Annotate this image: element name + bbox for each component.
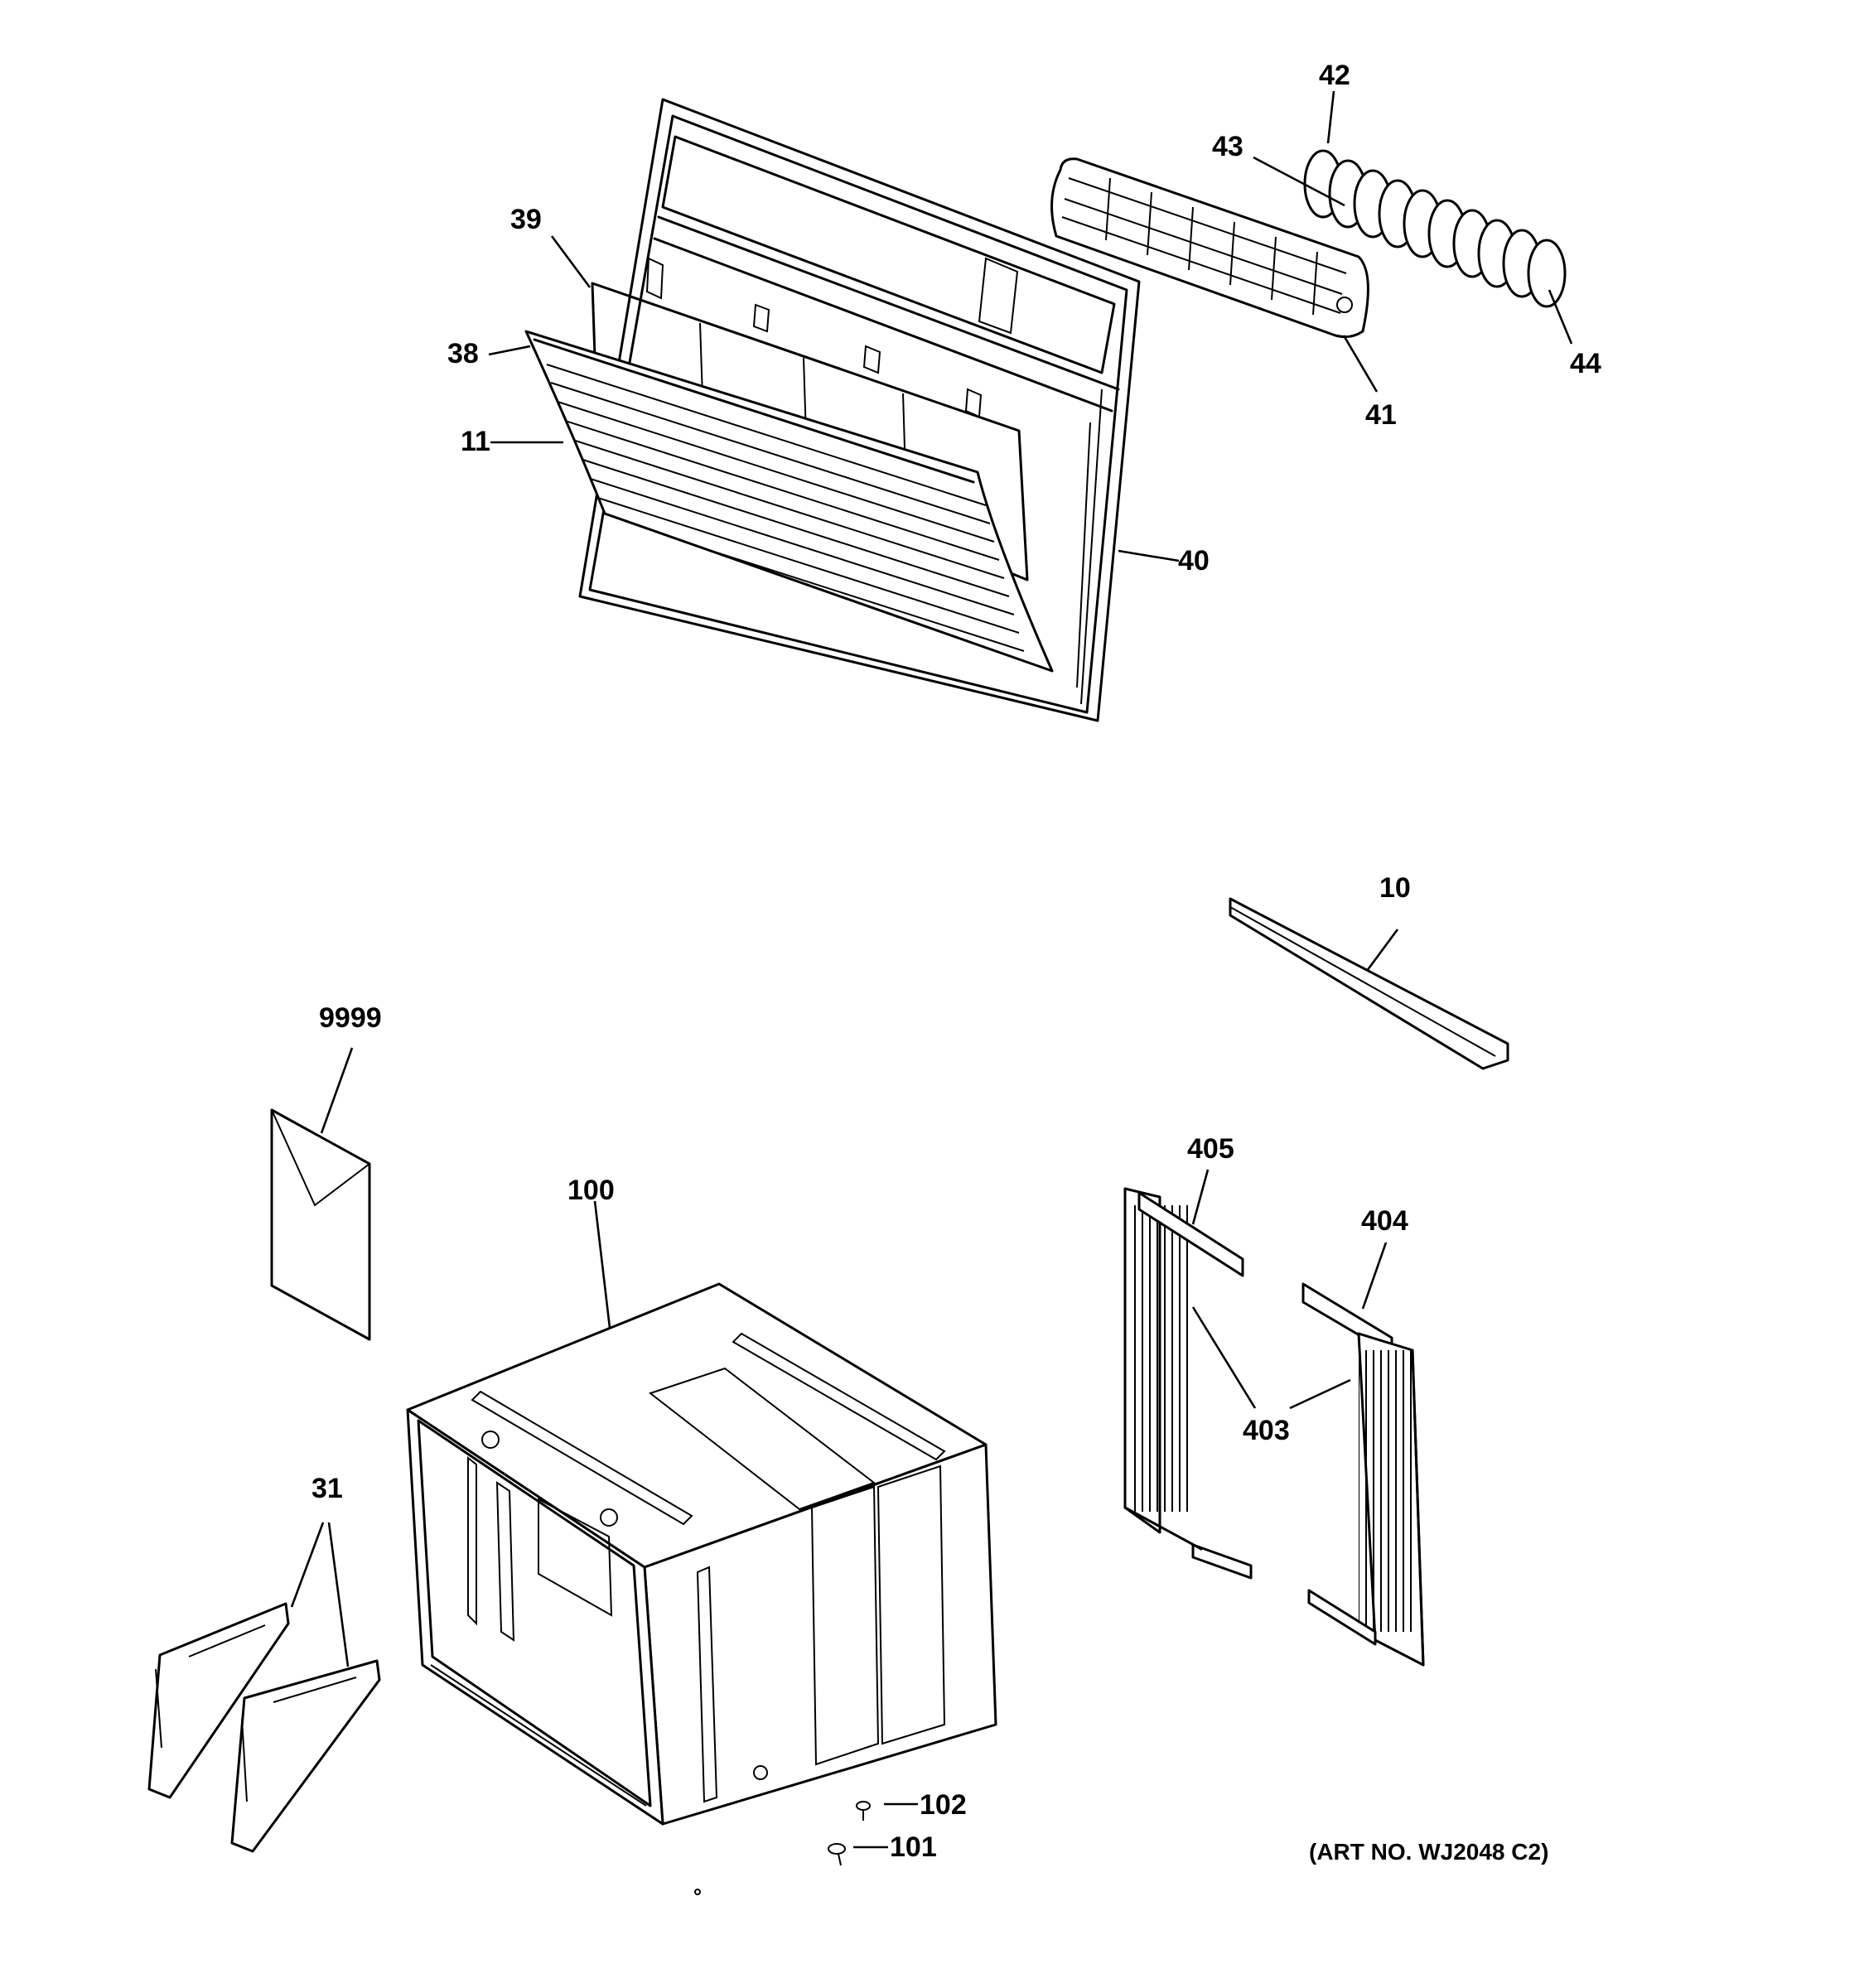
callout-9999: 9999 <box>319 1002 382 1034</box>
callout-102: 102 <box>920 1789 967 1821</box>
callout-44: 44 <box>1570 348 1601 379</box>
callout-101: 101 <box>890 1831 937 1863</box>
callout-43: 43 <box>1212 131 1243 162</box>
support-brackets-31 <box>147 1602 381 1853</box>
callout-403: 403 <box>1243 1415 1290 1446</box>
callout-31: 31 <box>311 1473 343 1504</box>
owners-manual-9999 <box>270 1108 371 1341</box>
leader-lines <box>290 90 1573 1849</box>
callout-11: 11 <box>461 426 490 457</box>
side-curtain-right-404 <box>1301 1282 1425 1667</box>
callout-42: 42 <box>1319 60 1350 91</box>
callout-39: 39 <box>510 204 542 235</box>
screw-102 <box>856 1801 871 1821</box>
callout-100: 100 <box>567 1175 615 1206</box>
callout-405: 405 <box>1187 1133 1234 1165</box>
motor-assembly-42-44 <box>1303 149 1567 308</box>
top-rail-10 <box>1229 897 1509 1070</box>
art-number: (ART NO. WJ2048 C2) <box>1309 1839 1548 1865</box>
cabinet-100 <box>406 1282 997 1826</box>
callout-41: 41 <box>1365 399 1397 431</box>
blower-wheel-41 <box>1050 157 1369 339</box>
callout-10: 10 <box>1379 872 1411 904</box>
callout-40: 40 <box>1178 545 1210 577</box>
callout-38: 38 <box>447 338 479 369</box>
front-grille-38 <box>524 330 1054 673</box>
side-curtain-left-405 <box>1123 1187 1253 1580</box>
screw-101 <box>828 1843 846 1866</box>
callout-404: 404 <box>1361 1205 1408 1237</box>
